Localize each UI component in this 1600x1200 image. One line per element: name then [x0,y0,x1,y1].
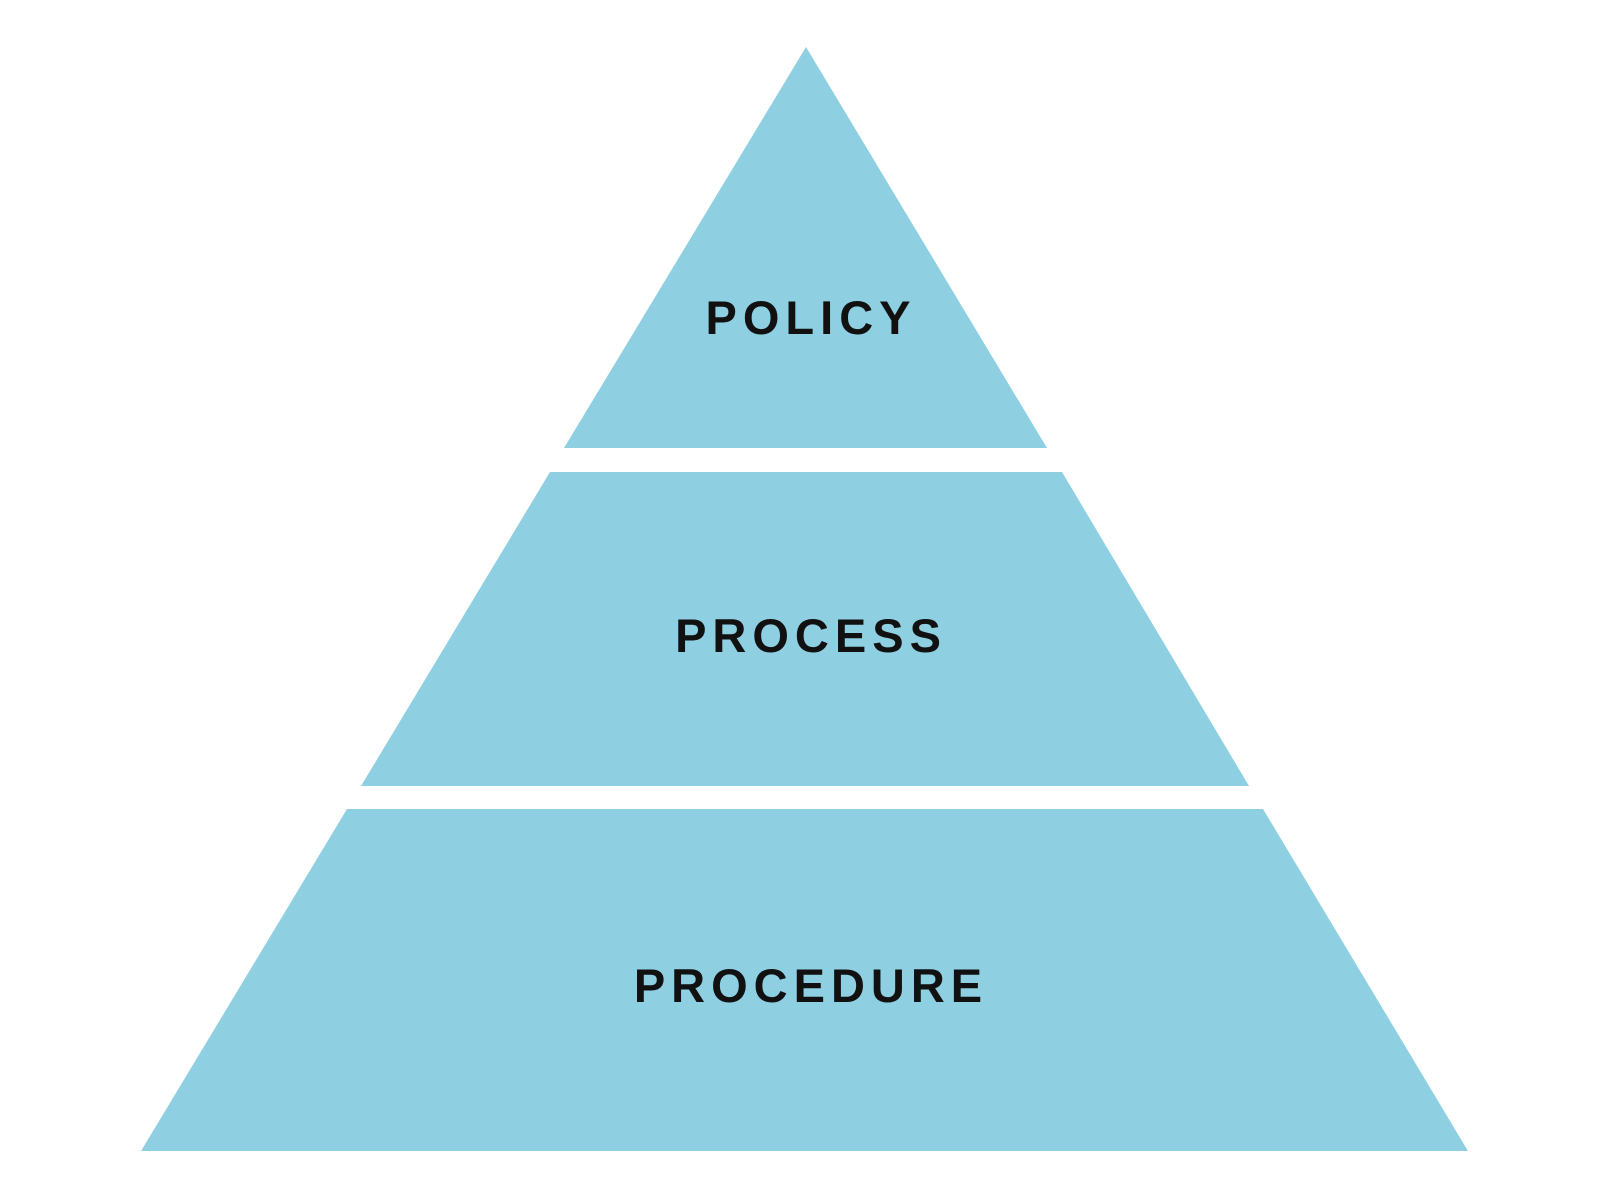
tier-label-process: PROCESS [675,609,947,662]
tier-policy [564,47,1047,448]
tier-procedure [141,809,1468,1151]
tier-process [361,472,1249,786]
tier-label-policy: POLICY [706,291,917,344]
tier-label-procedure: PROCEDURE [634,959,988,1012]
